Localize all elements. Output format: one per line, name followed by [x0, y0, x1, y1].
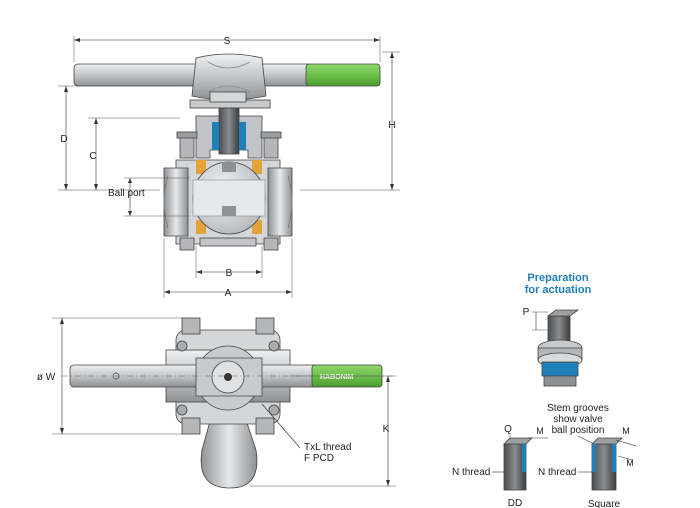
f-pcd-label: F PCD: [304, 453, 334, 464]
end-connector-right: [267, 167, 293, 237]
end-connector-left: [163, 167, 189, 237]
dim-c-label: C: [89, 151, 96, 162]
stem-top-render: [537, 309, 583, 387]
mounting-pad: [200, 413, 258, 489]
preparation-title-line1: Preparation: [527, 272, 588, 284]
dim-p-label: P: [523, 307, 530, 318]
dd-label: DD: [508, 498, 522, 508]
handle-lever: [73, 53, 381, 101]
stem-seal: [212, 122, 219, 150]
dim-d-label: D: [60, 134, 67, 145]
stem-grooves-line3: ball position: [552, 425, 605, 436]
plan-view: HABONIM: [62, 317, 392, 489]
dim-k-label: K: [383, 424, 390, 435]
stem: [218, 107, 240, 155]
plan-bolts: [176, 317, 280, 435]
handle-hub: [191, 53, 267, 101]
stem-grooves-line1: Stem grooves: [547, 403, 609, 414]
section-view-dimensions: S H D C Ball port B A: [58, 36, 400, 299]
n-thread-label-dd: N thread: [452, 467, 490, 478]
plan-view-dimensions: ø W K TxL thread F PCD: [37, 317, 396, 487]
dim-w-label: ø W: [37, 372, 56, 383]
bottom-bolts: [179, 237, 279, 251]
ball-port-label: Ball port: [108, 188, 145, 199]
handle-grip-green: [305, 63, 381, 87]
dim-a-label: A: [225, 288, 232, 299]
dd-stem-render: [503, 437, 533, 491]
dim-b-label: B: [226, 268, 233, 279]
section-view: [73, 53, 381, 251]
preparation-panel: Preparation for actuation P Stem grooves…: [452, 272, 637, 508]
brand-logo-text: HABONIM: [320, 374, 354, 381]
square-stem-render: [591, 437, 623, 491]
n-thread-label-square: N thread: [538, 467, 576, 478]
dim-s-label: S: [224, 36, 231, 47]
dim-m-label-dd: M: [536, 426, 544, 436]
dim-m-label-square-side: M: [626, 458, 634, 468]
dim-q-label: Q: [504, 424, 512, 435]
txl-thread-label: TxL thread: [304, 442, 351, 453]
preparation-title-line2: for actuation: [525, 284, 592, 296]
dim-h-label: H: [388, 120, 395, 131]
stem-grooves-line2: show valve: [553, 414, 603, 425]
seat-orange: [196, 160, 206, 174]
stem-seal-blue: [541, 361, 579, 377]
top-bolts: [176, 131, 282, 159]
square-label: Square: [588, 499, 621, 508]
dim-m-label-square-top: M: [622, 426, 630, 436]
